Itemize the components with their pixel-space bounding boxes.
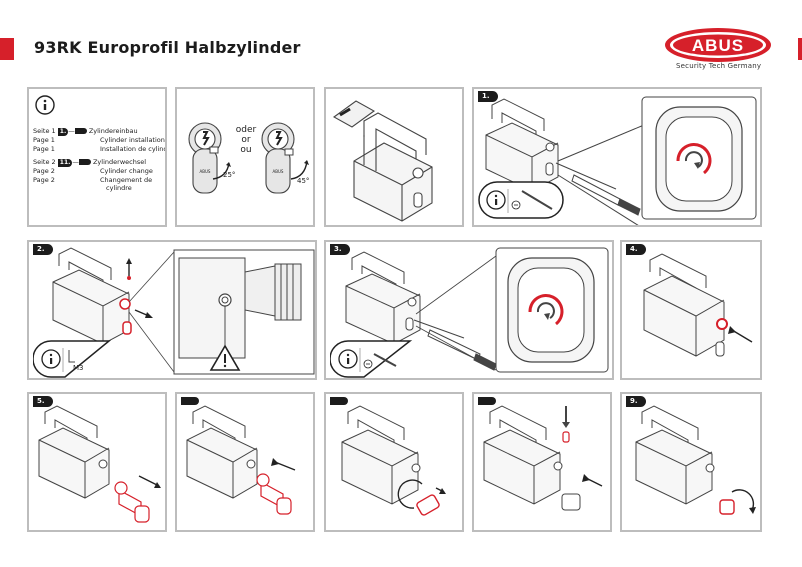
tool-size-label: M3 bbox=[73, 364, 84, 372]
cylinder-brand-text: ABUS bbox=[273, 169, 284, 174]
step-9-panel: 9. bbox=[620, 392, 762, 532]
angle-45-label: 45° bbox=[297, 177, 310, 185]
step-2-panel: 2. bbox=[27, 240, 317, 380]
step-5-panel: 5. bbox=[27, 392, 167, 532]
red-edge-tab-right bbox=[798, 38, 802, 60]
step-5-illustration bbox=[38, 405, 161, 523]
info-panel: Seite 1 1.— Zylindereinbau Page 1 Cylind… bbox=[27, 87, 167, 227]
tool-hint-bubble bbox=[330, 340, 413, 378]
step-6-illustration bbox=[186, 405, 296, 515]
step-badge: 9. bbox=[626, 396, 646, 407]
info-contents: Seite 1 1.— Zylindereinbau Page 1 Cylind… bbox=[33, 127, 167, 192]
step-badge: 2. bbox=[33, 244, 53, 255]
tool-hint-bubble bbox=[33, 340, 112, 378]
step-4-illustration bbox=[643, 253, 753, 357]
cylinder-brand-text: ABUS bbox=[200, 169, 211, 174]
step-badge-blank bbox=[181, 397, 199, 405]
red-edge-tab bbox=[0, 38, 14, 60]
rotation-panel: ABUS ABUS oder or ou 25° 45° bbox=[175, 87, 315, 227]
step-2-illustration bbox=[52, 247, 315, 375]
step-badge: 4. bbox=[626, 244, 646, 255]
ou-label: ou bbox=[240, 145, 252, 155]
step-7-illustration bbox=[341, 405, 446, 516]
cylinder-rotation-illustration: ABUS ABUS bbox=[188, 122, 309, 194]
step-1-illustration bbox=[485, 96, 757, 225]
abus-logo: ABUS bbox=[665, 28, 771, 62]
angle-25-label: 25° bbox=[223, 171, 236, 179]
step-3-illustration bbox=[345, 247, 609, 373]
or-label: or bbox=[241, 135, 251, 145]
step-badge-blank bbox=[330, 397, 348, 405]
step-badge-blank bbox=[478, 397, 496, 405]
step-8-panel bbox=[472, 392, 612, 532]
step-7-panel bbox=[324, 392, 464, 532]
step-badge: 5. bbox=[33, 396, 53, 407]
step-3-panel: 3. bbox=[324, 240, 614, 380]
step-8-illustration bbox=[483, 405, 603, 511]
step-9-illustration bbox=[635, 405, 756, 515]
lock-overview-panel bbox=[324, 87, 464, 227]
step-6-panel bbox=[175, 392, 315, 532]
step-badge: 3. bbox=[330, 244, 350, 255]
brand-tagline: Security Tech Germany bbox=[676, 62, 762, 70]
step-4-panel: 4. bbox=[620, 240, 762, 380]
oder-label: oder bbox=[235, 125, 257, 135]
svg-text:ABUS: ABUS bbox=[692, 36, 744, 55]
page-title: 93RK Europrofil Halbzylinder bbox=[34, 38, 301, 57]
step-1-panel: 1. bbox=[472, 87, 762, 227]
padlock-illustration bbox=[332, 100, 433, 222]
step-badge: 1. bbox=[478, 91, 498, 102]
tool-hint-bubble bbox=[478, 181, 564, 219]
or-label-group: oder or ou bbox=[233, 125, 259, 155]
info-icon bbox=[35, 95, 55, 115]
